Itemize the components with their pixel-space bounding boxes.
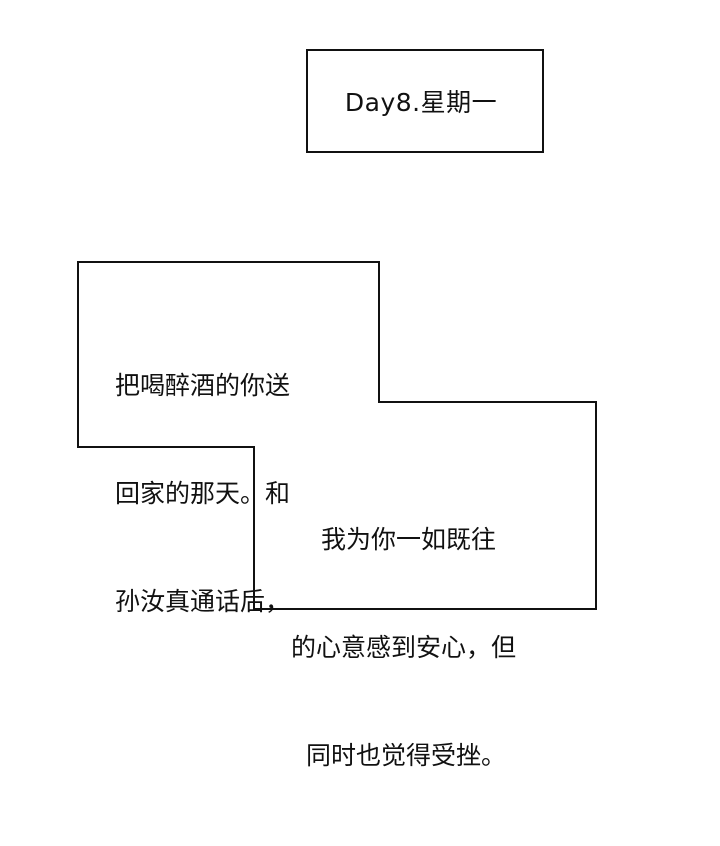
narration-caption-box — [77, 261, 597, 610]
day-caption-box: Day8.星期一 — [306, 49, 544, 153]
narration-line: 我为你一如既往 — [321, 525, 497, 554]
narration-line: 的心意感到安心，但 — [291, 633, 517, 662]
narration-line: 同时也觉得受挫。 — [306, 741, 507, 770]
narration-text-upper: 把喝醉酒的你送 回家的那天。和 孙汝真通话后， — [115, 296, 290, 692]
narration-line: 回家的那天。和 — [115, 479, 291, 508]
narration-line: 孙汝真通话后， — [115, 587, 291, 616]
narration-line: 把喝醉酒的你送 — [115, 371, 291, 400]
comic-panel: Day8.星期一 把喝醉酒的你送 回家的那天。和 孙汝真通话后， 我为你一如既往… — [77, 49, 597, 770]
narration-text-lower: 我为你一如既往 的心意感到安心，但 同时也觉得受挫。 — [291, 450, 516, 846]
day-caption-text: Day8.星期一 — [344, 88, 498, 117]
narration-caption-outline — [77, 261, 597, 610]
